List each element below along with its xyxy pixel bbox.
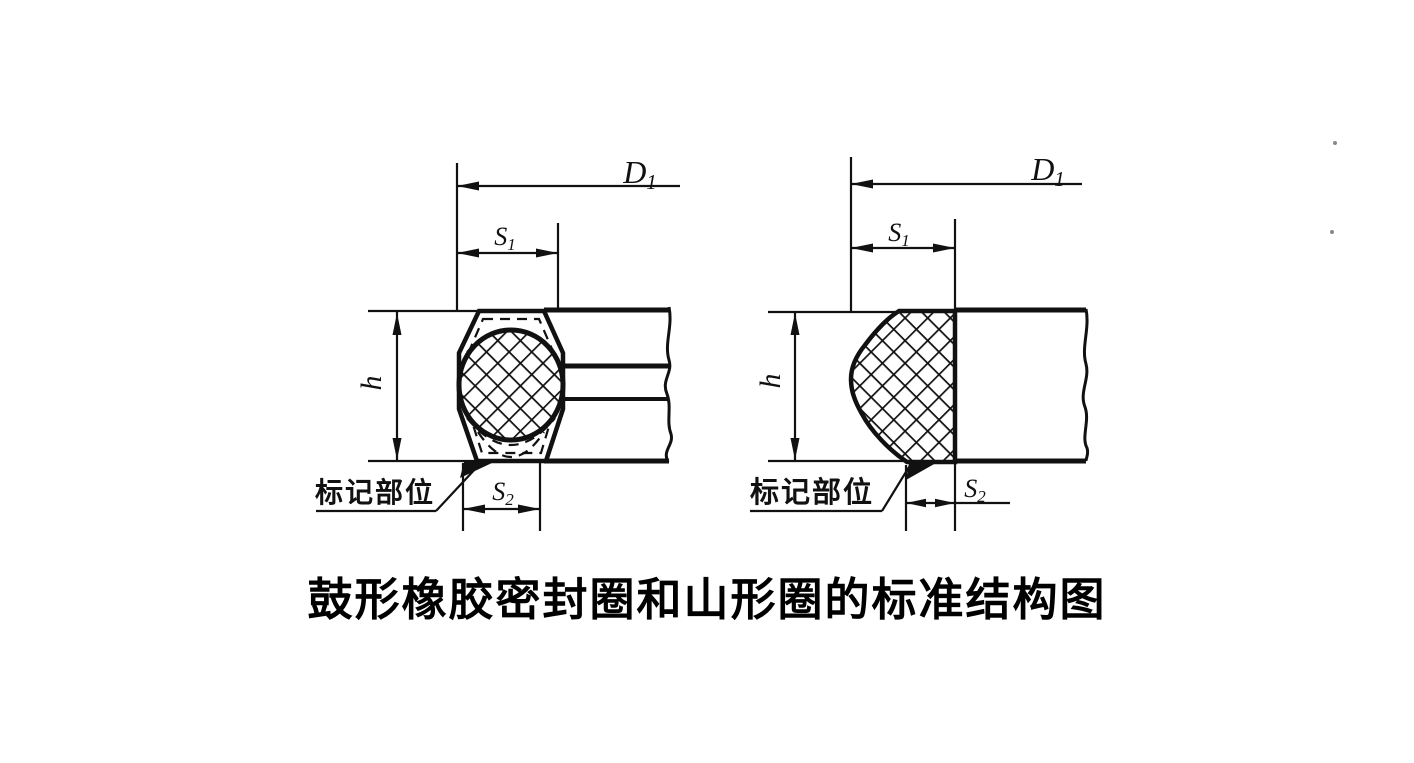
scan-speck — [1330, 230, 1334, 234]
right-machine-block — [955, 307, 1090, 464]
seal-outline-crosshatched — [848, 308, 958, 465]
label-d1: D1 — [1030, 151, 1065, 191]
rubber-core-crosshatched — [456, 327, 566, 443]
leader-line — [881, 466, 910, 512]
label-d1: D1 — [622, 154, 657, 194]
arrowhead-left — [457, 248, 479, 258]
arrowhead-up — [790, 313, 800, 335]
right-seal-cross-section — [848, 308, 958, 465]
break-line-wavy-edge — [1081, 308, 1090, 462]
dimension-s2: S2 — [463, 477, 540, 514]
left-machine-block — [544, 306, 673, 464]
dimension-s1: S1 — [851, 218, 955, 253]
label-h: h — [754, 374, 787, 389]
right-diagram: D1 S1 h 标记部位 — [750, 151, 1090, 531]
marking-position: 标记部位 — [315, 462, 494, 513]
scan-speck — [1333, 141, 1337, 145]
label-s2: S2 — [492, 477, 514, 509]
arrowhead-left — [463, 504, 485, 514]
arrowhead-right — [518, 504, 540, 514]
dimension-h: h — [754, 313, 800, 460]
label-s2: S2 — [964, 474, 986, 506]
arrowhead-up — [392, 313, 402, 335]
marking-position: 标记部位 — [750, 463, 936, 513]
arrowhead-right — [933, 243, 955, 253]
seal-outline — [456, 308, 566, 464]
arrowhead-right — [536, 248, 558, 258]
label-s1: S1 — [494, 222, 516, 254]
arrowhead-left — [851, 243, 873, 253]
arrowhead-left — [457, 181, 479, 191]
break-line-wavy-edge — [663, 306, 673, 463]
leader-line — [435, 466, 478, 512]
dimension-s2: S2 — [906, 474, 1010, 508]
left-seal-cross-section — [456, 308, 566, 464]
arrowhead-left — [906, 498, 926, 508]
marking-label: 标记部位 — [750, 475, 874, 509]
arrowhead-left — [851, 179, 873, 189]
label-s1: S1 — [888, 218, 910, 250]
label-h: h — [355, 376, 388, 391]
arrowhead-down — [392, 438, 402, 460]
dimension-h: h — [355, 312, 402, 460]
left-diagram: D1 S1 h — [315, 154, 680, 531]
dimension-d1: D1 — [851, 151, 1082, 191]
marking-label: 标记部位 — [315, 476, 435, 508]
arrowhead-down — [790, 438, 800, 460]
marking-triangle — [460, 462, 494, 478]
figure-caption: 鼓形橡胶密封圈和山形圈的标准结构图 — [307, 574, 1107, 625]
arrowhead-right — [935, 498, 955, 508]
dimension-d1: D1 — [457, 154, 680, 194]
marking-triangle — [906, 463, 936, 480]
dimension-s1: S1 — [457, 222, 558, 258]
